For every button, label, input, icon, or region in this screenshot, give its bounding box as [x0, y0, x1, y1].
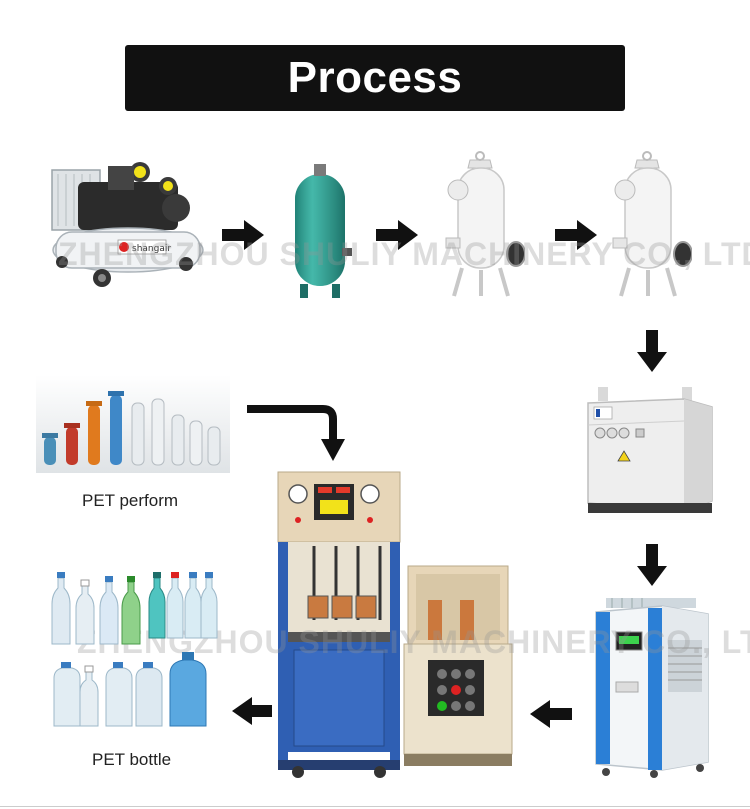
pet-bottle-icon: [51, 572, 218, 727]
blow-molding-machine-icon: [277, 471, 513, 778]
arrow-right-icon: [555, 220, 597, 250]
arrow-down-icon: [637, 330, 667, 372]
page-title: Process: [287, 53, 463, 102]
arrow-left-icon: [232, 697, 272, 725]
air-tank-icon: [295, 164, 352, 298]
bottle-caption: PET bottle: [92, 750, 172, 769]
arrow-down-icon: [637, 544, 667, 586]
air-dryer-icon: [587, 387, 713, 513]
watermark-text: ZHENGZHOU SHULIY MACHINERY CO., LTD: [58, 236, 750, 272]
air-filter-icon: [612, 151, 692, 297]
compressor-logo-text: shangair: [132, 244, 171, 254]
air-filter-icon: [445, 151, 525, 297]
pet-preform-icon: [36, 375, 230, 473]
preform-caption: PET perform: [82, 491, 179, 510]
arrow-right-icon: [376, 220, 418, 250]
divider: [0, 806, 750, 807]
arrow-left-icon: [530, 700, 572, 728]
arrow-right-icon: [222, 220, 264, 250]
air-compressor-icon: shangair: [51, 162, 204, 287]
arrow-down-icon: [247, 405, 345, 461]
title-banner: Process: [125, 45, 625, 111]
water-chiller-icon: [595, 598, 709, 778]
